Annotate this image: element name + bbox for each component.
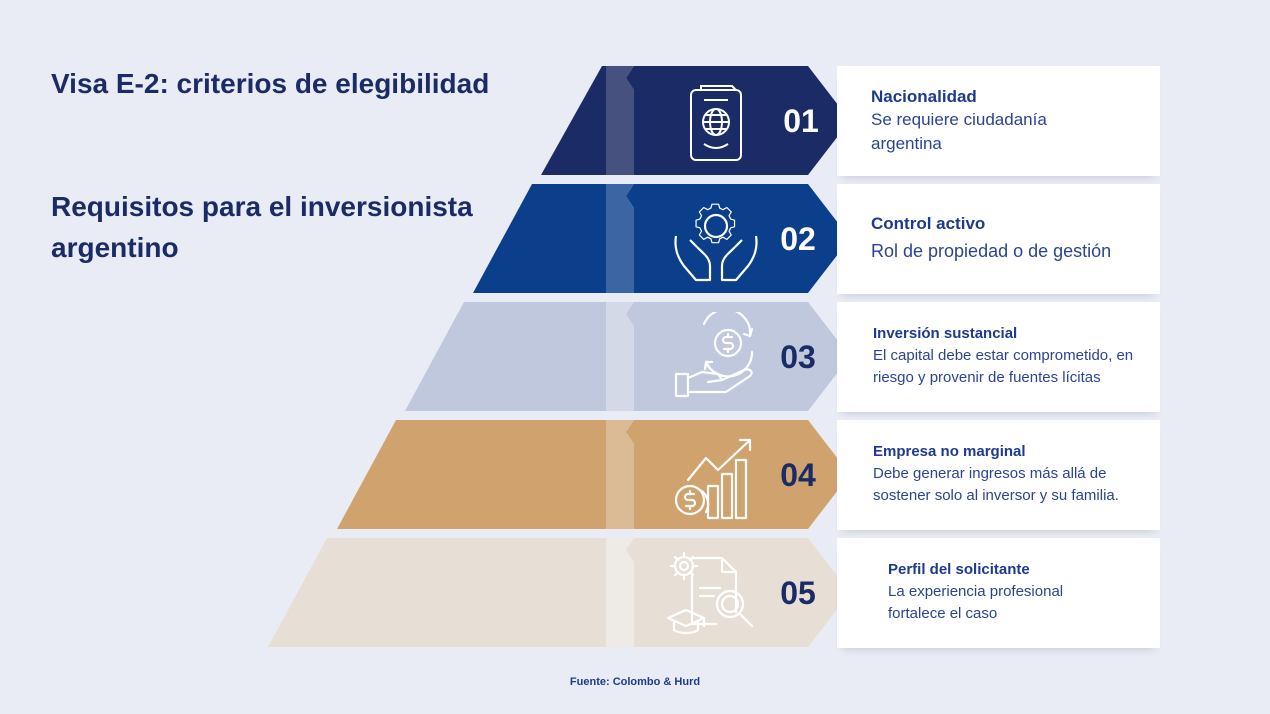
criterion-card-control-activo: Control activo Rol de propiedad o de ges…: [837, 184, 1160, 294]
pyramid-tier-5: [268, 538, 850, 647]
page-subtitle: Requisitos para el inversionista argenti…: [51, 191, 473, 263]
pyramid-tier-1: [541, 66, 850, 175]
source-note: Fuente: Colombo & Hurd: [569, 676, 701, 688]
step-number-4: 04: [780, 457, 816, 493]
criterion-description: La experiencia profesional fortalece el …: [888, 583, 1064, 622]
pyramid-tier-4: [337, 420, 850, 529]
passport-icon: [690, 85, 742, 161]
page-title: Visa E-2: criterios de elegibilidad: [51, 68, 490, 99]
criterion-description: Rol de propiedad o de gestión: [871, 241, 1112, 261]
criterion-title: Perfil del solicitante: [888, 561, 1030, 578]
step-number-5: 05: [780, 575, 816, 611]
criterion-title: Nacionalidad: [871, 86, 977, 106]
criterion-card-empresa-no-marginal: Empresa no marginal Debe generar ingreso…: [837, 420, 1160, 530]
gear-hands-icon: [674, 203, 758, 282]
criterion-title: Empresa no marginal: [873, 443, 1026, 460]
pyramid-tier-3: [405, 302, 850, 411]
step-number-1: 01: [783, 103, 819, 139]
criterion-title: Control activo: [871, 214, 986, 233]
money-hand-icon: [674, 312, 754, 398]
criterion-card-perfil-solicitante: Perfil del solicitante La experiencia pr…: [837, 538, 1160, 648]
step-number-2: 02: [780, 221, 816, 257]
criterion-description: El capital debe estar comprometido, en r…: [873, 347, 1134, 386]
criterion-title: Inversión sustancial: [873, 325, 1018, 342]
criterion-card-nacionalidad: Nacionalidad Se requiere ciudadanía arge…: [837, 66, 1160, 176]
profile-search-icon: [666, 551, 754, 635]
criterion-description: Se requiere ciudadanía argentina: [871, 109, 1047, 153]
pyramid-tier-2: [473, 184, 850, 293]
criterion-description: Debe generar ingresos más allá de sosten…: [873, 465, 1119, 504]
growth-chart-icon: [674, 438, 752, 520]
criterion-card-inversion-sustancial: Inversión sustancial El capital debe est…: [837, 302, 1160, 412]
step-number-3: 03: [780, 339, 816, 375]
